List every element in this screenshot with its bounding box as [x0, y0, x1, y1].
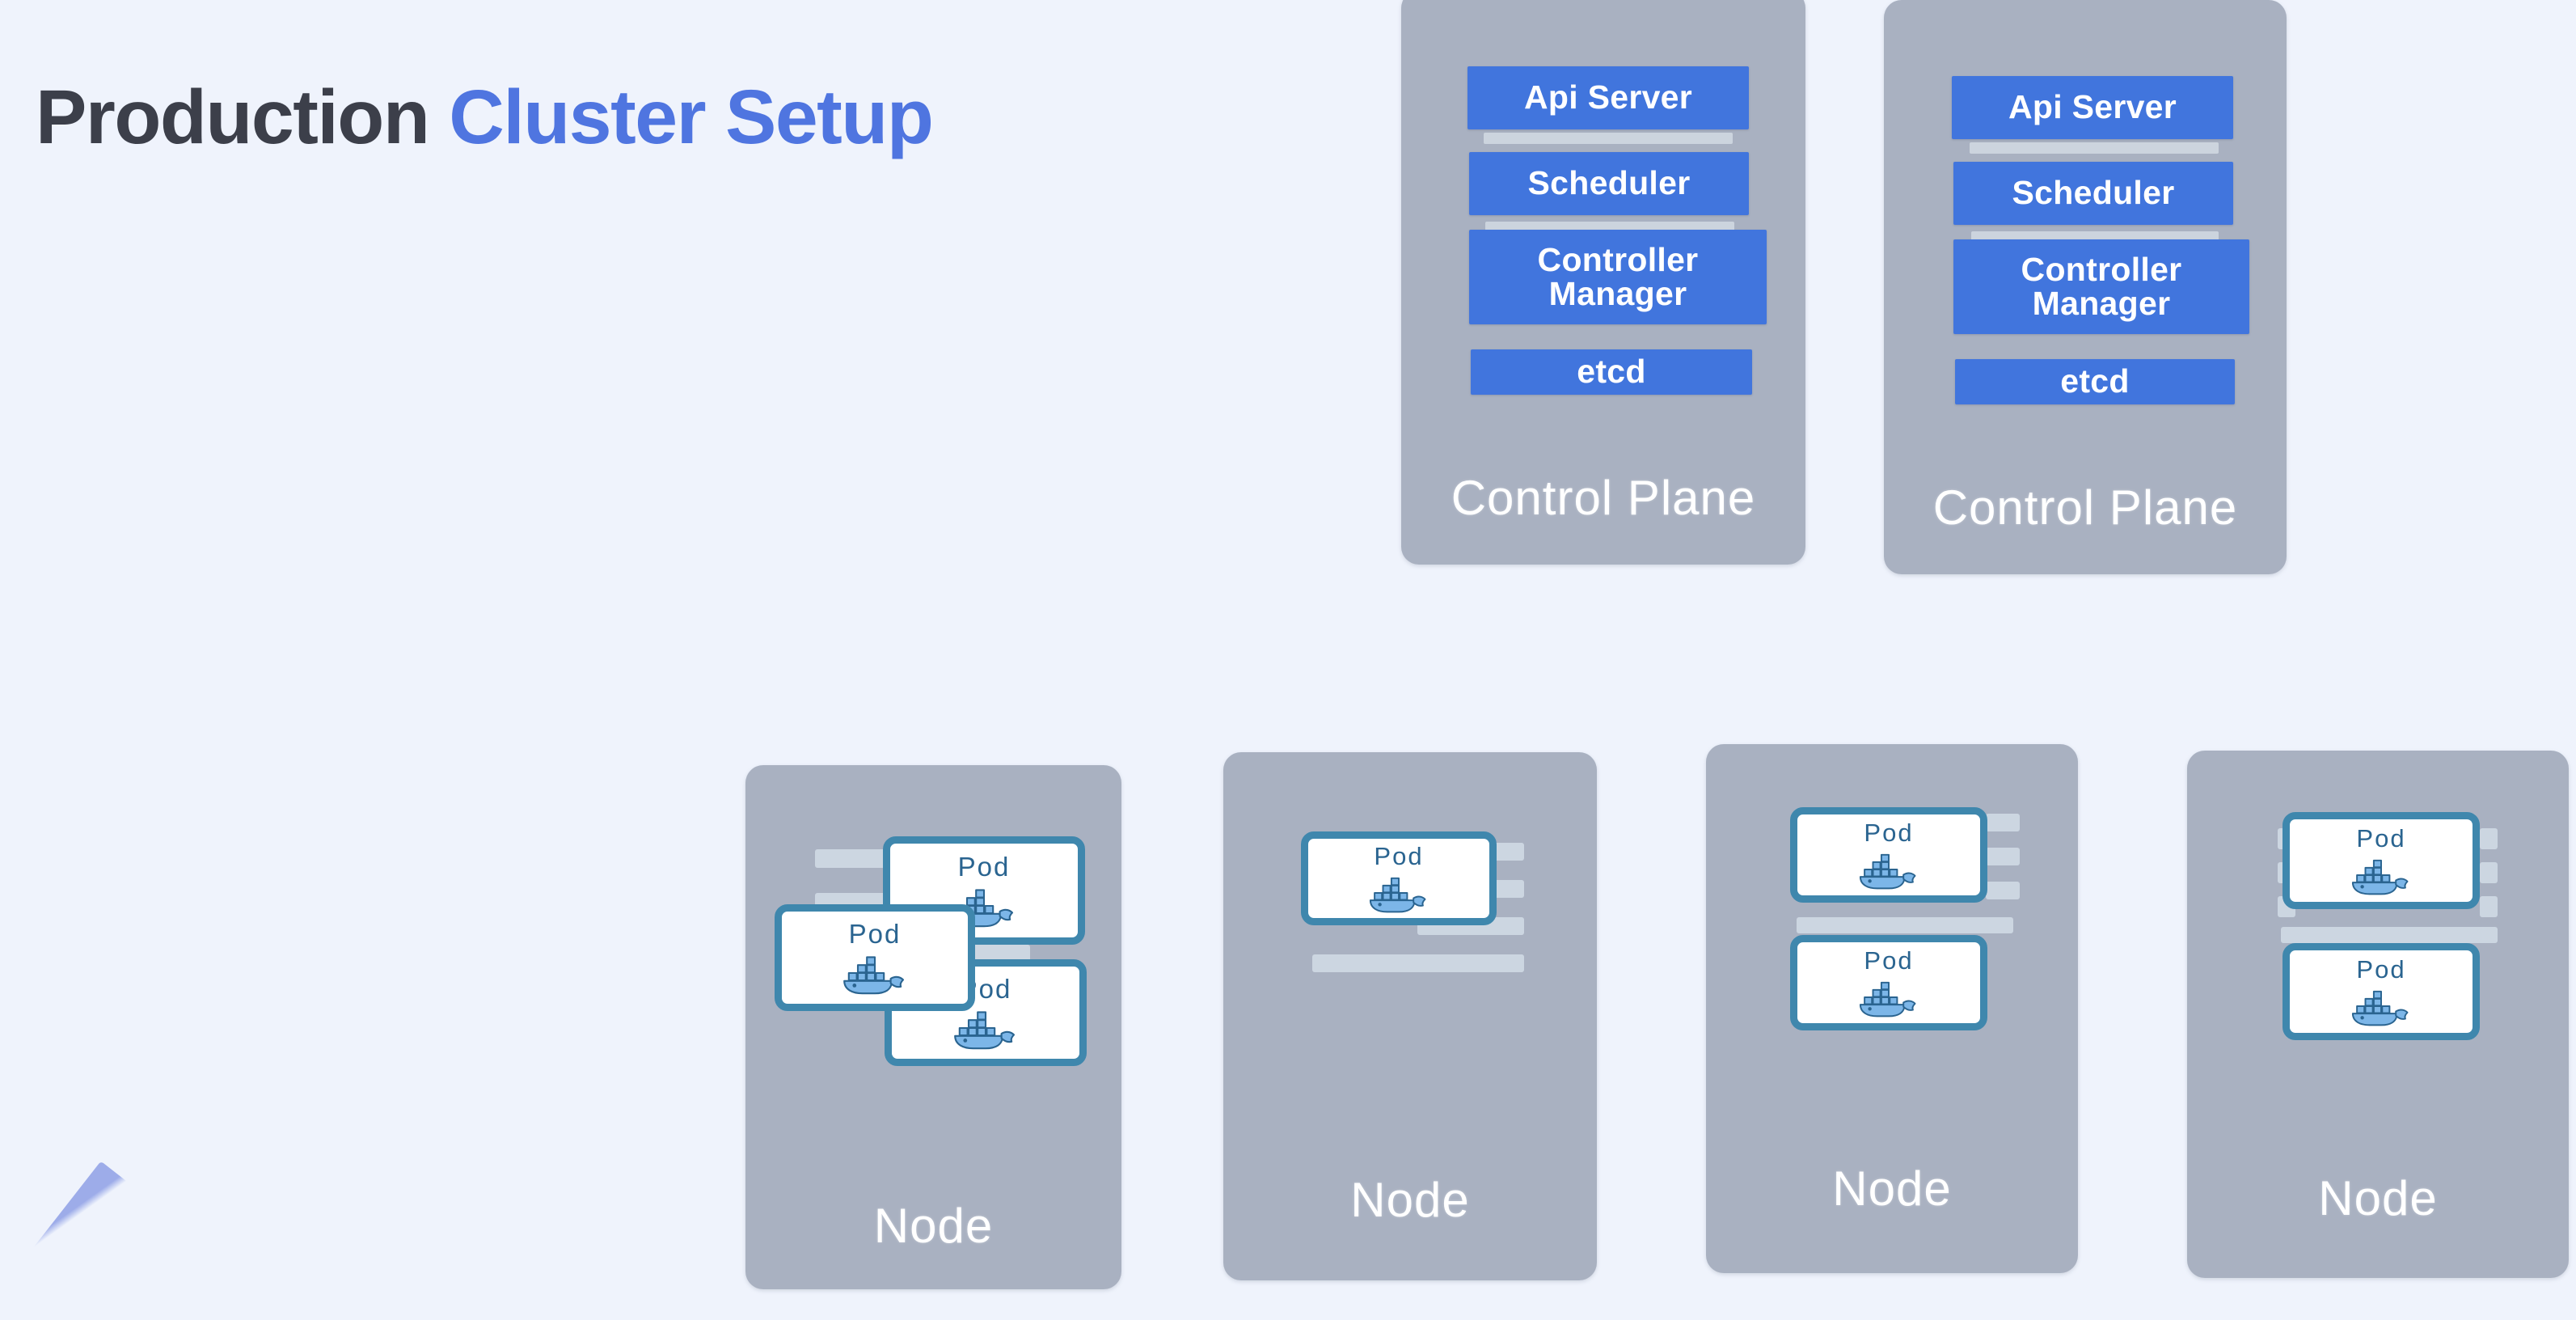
control-plane-1-divider-bar-1	[1484, 133, 1733, 144]
control-plane-2-component-scheduler[interactable]: Scheduler	[1953, 162, 2233, 225]
node-4-bar-right-1	[2480, 828, 2498, 849]
node-4-pod-1[interactable]: Pod	[2283, 812, 2480, 909]
page-title-accent: Cluster Setup	[449, 74, 934, 160]
docker-whale-icon	[2350, 985, 2413, 1027]
node-panel-2[interactable]: Pod Node	[1223, 752, 1597, 1280]
docker-whale-icon	[1367, 872, 1430, 914]
control-plane-1-component-etcd[interactable]: etcd	[1471, 349, 1752, 395]
node-1-pod-1[interactable]: Pod	[883, 836, 1085, 945]
node-4-pod-2[interactable]: Pod	[2283, 943, 2480, 1040]
node-2-caption: Node	[1350, 1173, 1470, 1227]
node-2-pod-1-label: Pod	[1374, 841, 1424, 870]
node-1-pod-1-label: Pod	[957, 851, 1011, 882]
node-1-bar-1	[815, 849, 901, 868]
node-3-bar-3	[1986, 882, 2020, 899]
docker-whale-icon	[952, 1005, 1020, 1051]
node-3-bar-4	[1797, 917, 2013, 933]
node-4-pod-2-label: Pod	[2356, 954, 2406, 984]
node-4-bar-right-2	[2480, 862, 2498, 883]
decorative-corner-wedge	[0, 1161, 293, 1320]
node-4-bar-right-3	[2480, 896, 2498, 917]
control-plane-2-caption: Control Plane	[1932, 480, 2238, 535]
node-2-bar-4	[1312, 954, 1524, 972]
node-4-caption: Node	[2318, 1171, 2438, 1225]
docker-whale-icon	[1857, 848, 1920, 891]
control-plane-2-component-etcd[interactable]: etcd	[1955, 359, 2235, 404]
control-plane-2-divider-bar-1	[1970, 142, 2219, 154]
node-3-pod-2[interactable]: Pod	[1790, 935, 1987, 1030]
node-3-bar-1	[1986, 814, 2020, 831]
node-3-pod-1[interactable]: Pod	[1790, 807, 1987, 903]
node-3-pod-2-label: Pod	[1864, 946, 1914, 975]
control-plane-2-component-api-server[interactable]: Api Server	[1952, 76, 2233, 139]
node-1-pod-2-label: Pod	[848, 918, 902, 949]
control-plane-panel-1[interactable]: Api Server Scheduler Controller Manager …	[1401, 0, 1805, 565]
control-plane-1-component-api-server[interactable]: Api Server	[1467, 66, 1749, 129]
node-4-pod-1-label: Pod	[2356, 823, 2406, 852]
node-4-bar-divider	[2281, 927, 2498, 943]
page-title: Production Cluster Setup	[36, 79, 934, 156]
node-panel-4[interactable]: Pod Pod Node	[2187, 751, 2569, 1278]
node-3-pod-1-label: Pod	[1864, 818, 1914, 847]
control-plane-panel-2[interactable]: Api Server Scheduler Controller Manager …	[1884, 0, 2287, 574]
control-plane-1-caption: Control Plane	[1451, 471, 1756, 525]
docker-whale-icon	[2350, 854, 2413, 896]
control-plane-1-component-controller-manager[interactable]: Controller Manager	[1469, 230, 1767, 324]
node-3-caption: Node	[1832, 1161, 1952, 1216]
node-1-caption: Node	[873, 1199, 994, 1253]
node-panel-1[interactable]: Pod Pod Pod Node	[745, 765, 1121, 1289]
control-plane-1-component-scheduler[interactable]: Scheduler	[1469, 152, 1749, 215]
docker-whale-icon	[841, 950, 909, 996]
docker-whale-icon	[1857, 976, 1920, 1018]
node-panel-3[interactable]: Pod Pod Node	[1706, 744, 2078, 1273]
control-plane-2-component-controller-manager[interactable]: Controller Manager	[1953, 239, 2249, 334]
page-title-primary: Production	[36, 74, 430, 160]
node-3-bar-2	[1986, 848, 2020, 865]
node-1-pod-2[interactable]: Pod	[775, 904, 975, 1011]
node-2-pod-1[interactable]: Pod	[1301, 831, 1497, 925]
